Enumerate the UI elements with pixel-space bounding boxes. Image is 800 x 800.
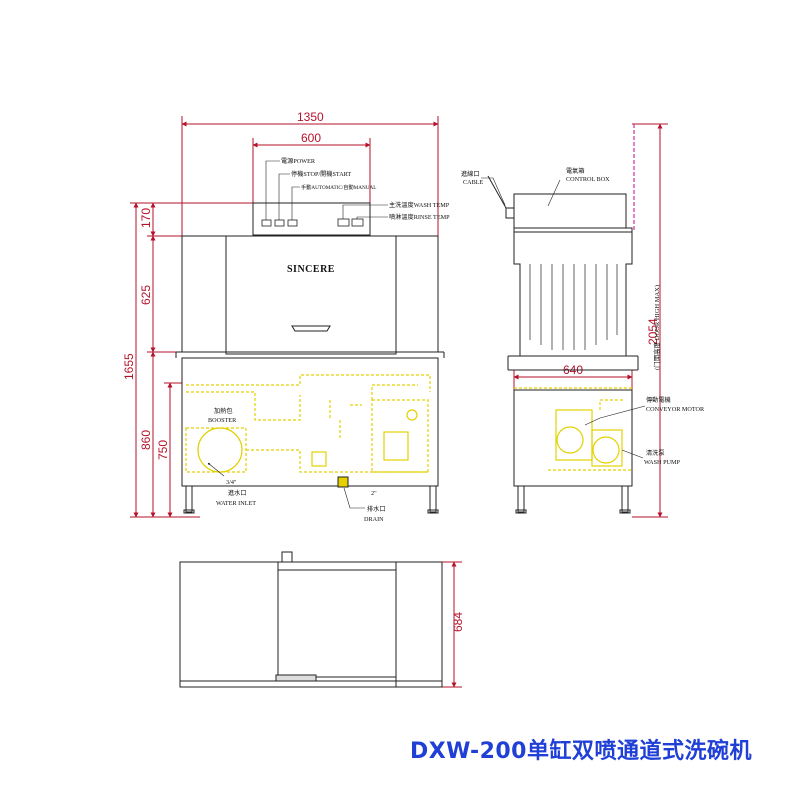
label-power: 電源POWER bbox=[281, 157, 316, 165]
drain-stub bbox=[337, 476, 349, 488]
label-booster-en: BOOSTER bbox=[208, 417, 237, 424]
label-cable-en: CABLE bbox=[463, 179, 484, 186]
product-title: DXW-200单缸双喷通道式洗碗机 bbox=[409, 739, 752, 764]
side-view bbox=[487, 175, 639, 514]
plan-hood-top bbox=[277, 561, 397, 571]
label-booster-cn: 加熱包 bbox=[214, 407, 233, 415]
label-rinse-temp: 噴淋溫度RINSE TEMP bbox=[389, 213, 450, 221]
rinse-temp-display bbox=[351, 218, 364, 227]
front-view bbox=[175, 202, 445, 514]
start-stop-switch bbox=[274, 219, 285, 227]
side-hood bbox=[513, 227, 633, 357]
dim-height-upper: 625 bbox=[139, 285, 153, 305]
side-leg bbox=[621, 485, 629, 513]
booster-tank bbox=[197, 427, 243, 473]
label-drain-size: 2" bbox=[371, 490, 377, 497]
label-conveyor-cn: 傳動電機 bbox=[646, 396, 671, 404]
front-internals bbox=[185, 374, 431, 473]
wash-temp-display bbox=[337, 218, 350, 227]
panel-leaders bbox=[265, 160, 388, 220]
dim-height-860: 860 bbox=[139, 430, 153, 450]
label-wash-temp: 主洗溫度WASH TEMP bbox=[389, 201, 450, 209]
side-internals bbox=[514, 387, 632, 471]
control-box bbox=[513, 193, 627, 229]
auto-manual-switch bbox=[287, 219, 298, 227]
dim-plan-depth: 684 bbox=[451, 612, 465, 632]
label-water-inlet-size: 3/4" bbox=[226, 479, 237, 486]
side-leg bbox=[517, 485, 525, 513]
label-water-inlet-en: WATER INLET bbox=[216, 500, 256, 507]
door-panel bbox=[225, 235, 397, 355]
hood bbox=[181, 235, 439, 353]
plan-conveyor bbox=[277, 561, 397, 678]
label-control-box-cn: 電氣箱 bbox=[566, 167, 585, 175]
dim-height-total: 1655 bbox=[122, 353, 136, 380]
side-leaders bbox=[481, 177, 646, 459]
label-water-inlet-cn: 進水口 bbox=[228, 489, 247, 497]
dim-height-panel: 170 bbox=[139, 208, 153, 228]
label-wash-pump-en: WASH PUMP bbox=[644, 459, 680, 466]
plan-view bbox=[179, 551, 443, 688]
brand-logo: SINCERE bbox=[287, 264, 335, 275]
drain-leader bbox=[343, 487, 365, 509]
label-auto-manual: 手動AUTOMATIC/自動MANUAL bbox=[301, 183, 376, 191]
label-cable-cn: 進線口 bbox=[461, 170, 480, 178]
leg bbox=[429, 485, 437, 513]
label-conveyor-en: CONVEYOR MOTOR bbox=[646, 406, 705, 413]
curtain-lines bbox=[529, 264, 618, 350]
control-panel bbox=[252, 202, 371, 236]
label-drain-cn: 排水口 bbox=[367, 505, 386, 513]
door-handle bbox=[291, 325, 331, 332]
leg bbox=[185, 485, 193, 513]
label-drain-en: DRAIN bbox=[364, 516, 384, 523]
label-wash-pump-cn: 清洗泵 bbox=[646, 449, 665, 457]
label-stop-start: 停機STOP/開機START bbox=[291, 170, 351, 178]
power-switch bbox=[261, 219, 272, 227]
inlet-leader bbox=[207, 462, 225, 477]
panel-switches bbox=[261, 218, 364, 227]
wash-pump bbox=[591, 429, 623, 467]
dim-door-height-note: (门開高度 DOOR HIGH MAX) bbox=[652, 285, 661, 370]
plan-outline bbox=[179, 561, 443, 688]
dim-total-width: 1350 bbox=[297, 110, 324, 124]
label-control-box-en: CONTROL BOX bbox=[566, 176, 610, 183]
dim-door-height: 2054 bbox=[646, 318, 660, 345]
dim-height-750: 750 bbox=[156, 440, 170, 460]
lower-body bbox=[181, 357, 439, 487]
dim-panel-width: 600 bbox=[301, 131, 321, 145]
side-lower-body bbox=[513, 389, 633, 487]
